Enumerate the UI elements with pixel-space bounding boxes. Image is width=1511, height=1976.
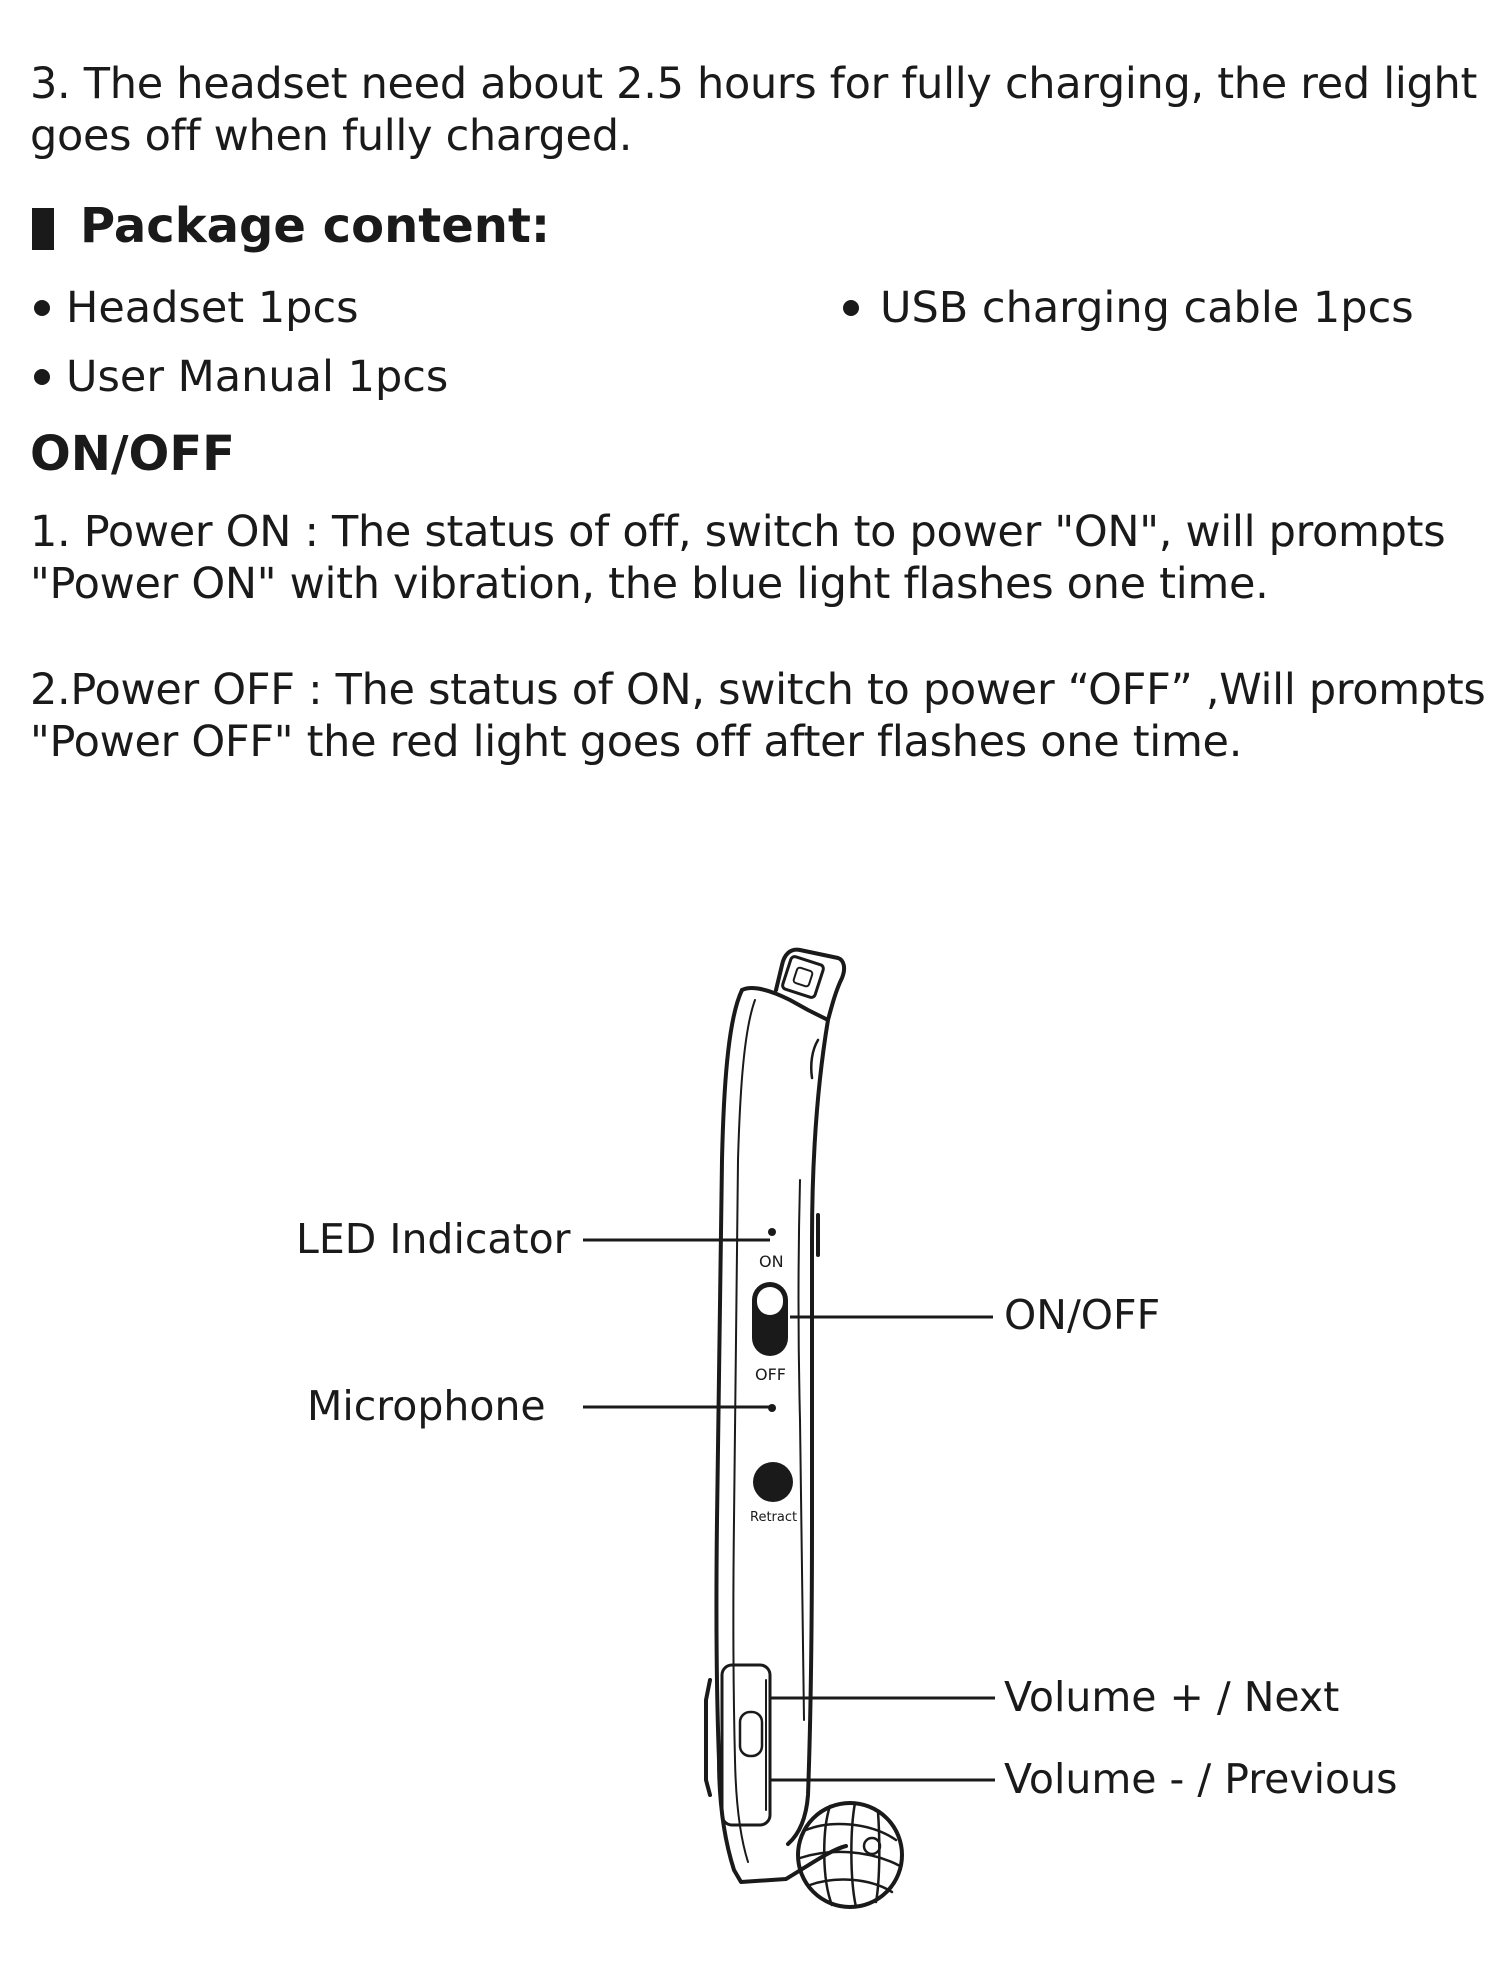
led-indicator-dot: [768, 1228, 776, 1236]
charging-step-3-line-2: goes off when fully charged.: [30, 111, 633, 161]
package-item-headset: Headset 1pcs: [66, 283, 359, 333]
power-off-line-2: "Power OFF" the red light goes off after…: [30, 717, 1243, 767]
label-microphone: Microphone: [307, 1382, 546, 1430]
charging-port-icon: [781, 955, 825, 999]
headset-body-back: [786, 1018, 830, 1846]
label-on-off: ON/OFF: [1004, 1291, 1161, 1339]
package-content-heading: Package content:: [80, 198, 551, 254]
volume-button-rocker: [720, 1663, 772, 1827]
device-mark-retract: Retract: [750, 1510, 797, 1525]
bullet-dot: [843, 300, 859, 316]
label-led-indicator: LED Indicator: [296, 1215, 571, 1263]
label-volume-down-previous: Volume - / Previous: [1004, 1755, 1398, 1803]
bullet-dot: [34, 369, 50, 385]
charging-step-3-line-1: 3. The headset need about 2.5 hours for …: [30, 59, 1478, 109]
package-item-user-manual: User Manual 1pcs: [66, 352, 449, 402]
headset-top-tip: [740, 947, 847, 1022]
headset-body-inner-edge: [732, 999, 756, 1863]
headset-body-outline: [714, 988, 848, 1884]
package-item-usb-cable: USB charging cable 1pcs: [880, 283, 1414, 333]
on-off-heading: ON/OFF: [30, 426, 235, 482]
label-volume-up-next: Volume + / Next: [1004, 1673, 1340, 1721]
section-marker-square: [32, 208, 54, 250]
power-on-line-2: "Power ON" with vibration, the blue ligh…: [30, 559, 1269, 609]
side-button-edge: [704, 1678, 712, 1797]
headset-body-back-seam: [797, 1179, 805, 1721]
bullet-dot: [34, 300, 50, 316]
earbud-icon: [796, 1801, 904, 1909]
retract-button: [753, 1462, 793, 1502]
device-mark-on: ON: [759, 1252, 784, 1271]
device-mark-off: OFF: [755, 1365, 786, 1384]
power-off-line-1: 2.Power OFF : The status of ON, switch t…: [30, 665, 1486, 715]
power-on-line-1: 1. Power ON : The status of off, switch …: [30, 507, 1446, 557]
